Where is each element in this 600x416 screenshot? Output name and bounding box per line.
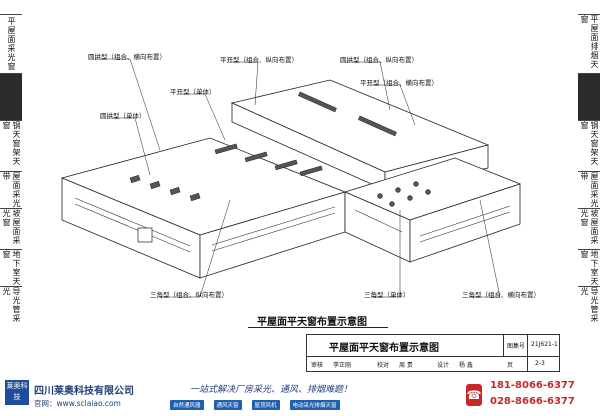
left-tab: 屋面采光带 (0, 171, 22, 208)
right-category-tabs: 平屋面排烟天窗 钢天窗架天窗 屋面采光带 坡屋面采光窗 地下室天窗 导光管采光 (578, 14, 600, 329)
callout-label: 平开型（单体） (170, 88, 216, 96)
page-number: 2-3 (535, 360, 545, 367)
designer: 杨 鑫 (459, 362, 473, 369)
title-block-row (307, 335, 559, 357)
left-tab-active (0, 73, 22, 120)
caption-underline (248, 327, 388, 328)
skylights (129, 91, 431, 207)
left-tab: 地下室天窗 (0, 249, 22, 286)
callout-label: 圆拱型（组合、横向布置） (88, 53, 166, 61)
slogan: 一站式解决厂房采光、通风、排烟难题！ (190, 385, 353, 395)
right-side-wall (409, 183, 521, 263)
reviewer: 李正刚 (333, 362, 352, 369)
left-tab: 平屋面采光窗 (0, 14, 22, 73)
review-label: 审核 (311, 362, 324, 369)
right-tab: 屋面采光带 (578, 171, 600, 208)
callout-label: 三角型（组合、纵向布置） (150, 291, 228, 299)
callout-label: 圆拱型（单体） (100, 112, 146, 120)
callout-label: 平开型（组合、纵向布置） (220, 56, 298, 64)
right-tab: 平屋面排烟天窗 (578, 14, 600, 73)
left-tab: 导光管采光 (0, 286, 22, 329)
page-label: 页 (507, 362, 514, 369)
product-tag: 电动采光排烟天窗 (289, 400, 340, 410)
product-tags: 自然通风器 通风天窗 屋顶风机 电动采光排烟天窗 (170, 400, 340, 410)
product-tag: 通风天窗 (213, 400, 242, 410)
phone-number: 028-8666-6377 (490, 396, 575, 407)
company-logo: 莱奥科技 (5, 380, 29, 405)
phone-icon: ☎ (466, 384, 482, 406)
right-tab: 钢天窗架天窗 (578, 120, 600, 171)
left-tab: 钢天窗架天窗 (0, 120, 22, 171)
company-website: 官网：www.sclaiao.com (34, 399, 121, 408)
title-block-divider (503, 335, 504, 356)
door (137, 227, 153, 243)
title-block-divider (527, 335, 528, 371)
right-tab: 导光管采光 (578, 286, 600, 329)
window-rows (74, 197, 511, 253)
drawing-caption: 平屋面平天窗布置示意图 (257, 317, 367, 328)
atlas-number: 21J621-1 (531, 341, 558, 348)
product-tag: 自然通风器 (170, 400, 204, 410)
design-label: 设计 (437, 362, 450, 369)
left-category-tabs: 平屋面采光窗 钢天窗架天窗 屋面采光带 坡屋面采光窗 地下室天窗 导光管采光 (0, 14, 22, 329)
right-tab-active (578, 73, 600, 120)
title-block-title: 平屋面平天窗布置示意图 (329, 343, 439, 354)
callout-label: 三角型（单体） (364, 291, 410, 299)
left-tab: 坡屋面采光窗 (0, 208, 22, 249)
product-tag: 屋顶风机 (251, 400, 280, 410)
callout-label: 三角型（组合、横向布置） (462, 291, 540, 299)
callout-label: 圆拱型（组合、纵向布置） (340, 56, 418, 64)
leader-lines (95, 58, 501, 298)
right-tab: 地下室天窗 (578, 249, 600, 286)
callout-label: 平开型（组合、横向布置） (360, 79, 438, 87)
check-label: 校对 (377, 362, 390, 369)
checker: 周 贵 (399, 362, 413, 369)
company-name: 四川莱奥科技有限公司 (34, 386, 134, 397)
atlas-label: 图集号 (507, 343, 526, 350)
phone-number: 181-8066-6377 (490, 380, 575, 391)
right-tab: 坡屋面采光窗 (578, 208, 600, 249)
title-block: 平屋面平天窗布置示意图 图集号 21J621-1 审核 李正刚 校对 周 贵 设… (306, 334, 560, 372)
footer-banner: 莱奥科技 四川莱奥科技有限公司 官网：www.sclaiao.com 一站式解决… (0, 376, 600, 416)
